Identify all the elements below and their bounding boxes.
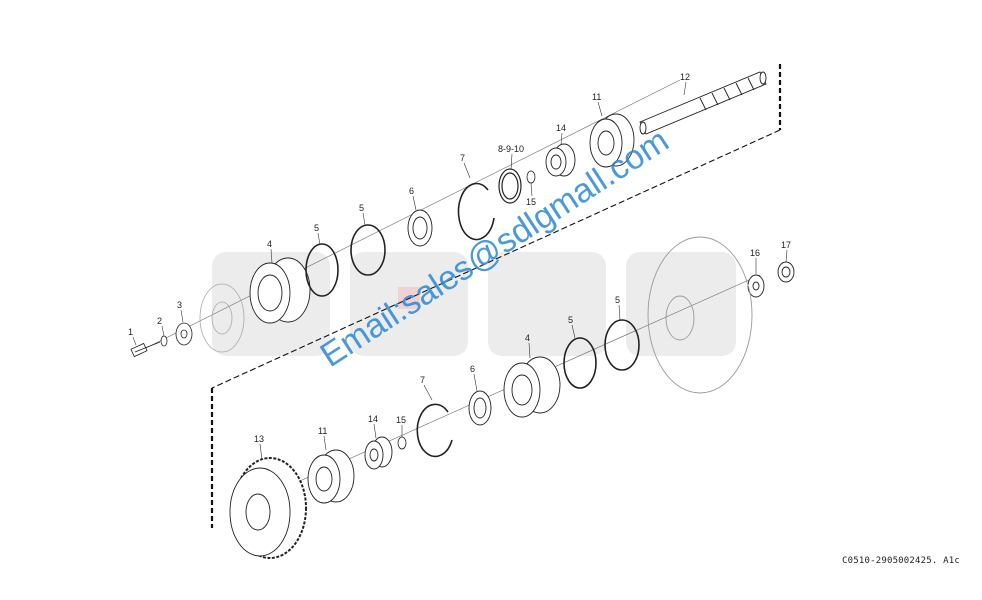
part-17-nut: [777, 261, 795, 283]
callout-11: 11: [318, 426, 327, 436]
callout-15: 15: [396, 415, 406, 425]
callout-7: 7: [460, 153, 465, 163]
callout-6: 6: [470, 364, 475, 374]
callout-6: 6: [409, 186, 414, 196]
callout-7: 7: [420, 375, 425, 385]
part-8-9-10-shims: [498, 168, 522, 204]
part-2-washer: [160, 335, 168, 347]
part-drum-gear: [647, 236, 753, 394]
callout-2: 2: [157, 316, 162, 326]
part-4-bearing-cup-b: [503, 356, 561, 418]
callout-5: 5: [359, 203, 364, 213]
part-6-seal: [407, 209, 433, 247]
part-6-seal-b: [468, 390, 492, 426]
part-15-oring-a: [526, 170, 536, 184]
leader-lines: [132, 81, 788, 461]
callout-3: 3: [177, 300, 182, 310]
callout-5: 5: [314, 223, 319, 233]
part-5-ring-b: [350, 224, 386, 276]
part-flange-hub: [199, 283, 245, 353]
part-14-bearing-b: [364, 436, 393, 470]
callout-labels: 1 2 3 4 5 5 6 7 8-9-10 15 14 11 12 16 17…: [128, 72, 791, 444]
callout-14: 14: [368, 414, 378, 424]
part-11-bearing-b: [307, 449, 355, 504]
part-3-plate: [175, 322, 193, 346]
callout-14: 14: [556, 123, 566, 133]
callout-4: 4: [525, 333, 530, 343]
callout-13: 13: [254, 434, 264, 444]
part-5-ring-c: [604, 319, 640, 371]
callout-8-9-10: 8-9-10: [498, 144, 524, 154]
callout-15: 15: [526, 197, 536, 207]
part-1-bolt: [130, 341, 161, 358]
part-14-bearing-a: [545, 143, 576, 177]
part-15-oring-b: [397, 436, 407, 450]
callout-16: 16: [750, 248, 760, 258]
callout-17: 17: [781, 240, 791, 250]
drawing-code: C0510-2905002425. A1c: [842, 556, 960, 566]
callout-5: 5: [568, 315, 573, 325]
callout-4: 4: [267, 239, 272, 249]
part-13-gear: [229, 457, 307, 559]
part-12-shaft: [639, 71, 767, 135]
callout-11: 11: [592, 92, 601, 102]
callout-1: 1: [128, 327, 133, 337]
part-7-snap-ring: [457, 182, 495, 241]
part-7-snap-ring-b: [416, 403, 453, 458]
brand-watermark: [212, 252, 736, 356]
part-5-ring-a: [305, 243, 339, 297]
part-4-bearing-cup: [249, 257, 311, 324]
part-11-bearing-a: [589, 113, 635, 168]
callout-5: 5: [615, 295, 620, 305]
part-5-ring-d: [563, 337, 597, 389]
callout-12: 12: [680, 72, 690, 82]
